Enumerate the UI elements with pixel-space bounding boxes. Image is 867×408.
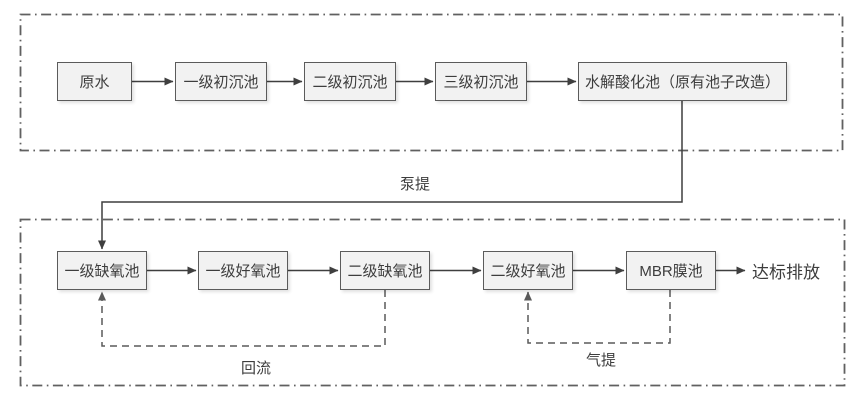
node-aerobic-tank-1: 一级好氧池 <box>198 251 288 290</box>
node-anoxic-tank-1: 一级缺氧池 <box>57 251 147 290</box>
biological-section-border <box>19 218 846 387</box>
node-mbr-membrane-tank: MBR膜池 <box>626 251 716 290</box>
pump-lift-label: 泵提 <box>399 176 431 193</box>
node-raw-water: 原水 <box>57 62 132 101</box>
node-hydrolysis-acidification-tank: 水解酸化池（原有池子改造） <box>578 62 787 101</box>
pump-lift-connector <box>98 101 683 250</box>
node-aerobic-tank-2: 二级好氧池 <box>483 251 573 290</box>
air-lift-dashed-connector <box>524 290 671 344</box>
air-lift-label: 气提 <box>585 352 617 369</box>
reflux-dashed-connector <box>98 290 386 347</box>
node-primary-sedimentation-2: 二级初沉池 <box>304 62 396 101</box>
reflux-label: 回流 <box>240 360 272 377</box>
outlet-discharge-label: 达标排放 <box>752 263 820 282</box>
node-primary-sedimentation-1: 一级初沉池 <box>175 62 267 101</box>
pretreatment-section-border <box>19 13 844 152</box>
node-primary-sedimentation-3: 三级初沉池 <box>435 62 527 101</box>
node-anoxic-tank-2: 二级缺氧池 <box>340 251 430 290</box>
